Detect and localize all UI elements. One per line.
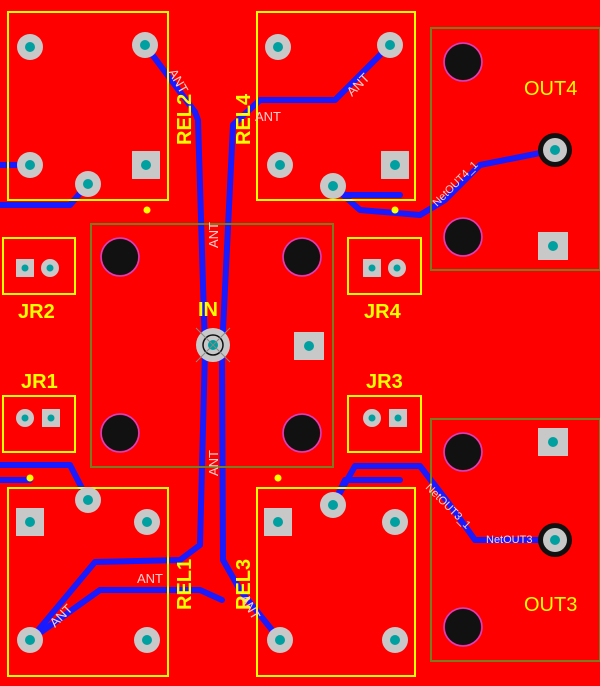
net-netout3: NetOUT3 <box>486 534 532 546</box>
jr2-outline <box>2 237 76 295</box>
jr2-label: JR2 <box>18 301 55 323</box>
trace-netout4 <box>330 147 558 218</box>
rel1-label: REL1 <box>174 559 196 610</box>
jr4-outline <box>347 237 422 295</box>
out4-connector-outline <box>430 27 600 271</box>
trace-rel4-ant <box>219 42 393 643</box>
rel3-outline <box>256 487 416 677</box>
rel3-label: REL3 <box>233 559 255 610</box>
rel2-label: REL2 <box>174 94 196 145</box>
in-connector-pads <box>100 237 324 453</box>
rel4-pin1-dot <box>391 206 399 214</box>
net-ant-top: ANT <box>255 109 281 124</box>
in-label: IN <box>198 299 218 321</box>
net-ant-center-bottom: ANT <box>206 450 221 476</box>
rel1-pads <box>16 487 160 653</box>
designators: REL2 REL4 REL1 REL3 JR2 JR4 JR1 JR3 IN O… <box>18 78 577 616</box>
trace-rel2-ant <box>27 42 208 643</box>
jr3-outline <box>347 395 422 453</box>
jr4-label: JR4 <box>364 301 402 323</box>
out3-label: OUT3 <box>524 594 577 616</box>
net-ant-center-top: ANT <box>206 222 221 248</box>
rel4-outline <box>256 11 416 201</box>
jr3-label: JR3 <box>366 371 403 393</box>
jr4-pads <box>363 259 406 277</box>
jr1-pads <box>16 409 60 427</box>
net-labels: ANT ANT ANT ANT ANT ANT ANT ANT NetOUT4_… <box>47 66 533 630</box>
net-ant-rel1: ANT <box>137 571 163 586</box>
in-connector-outline <box>90 223 334 468</box>
out4-connector-pads <box>443 42 572 260</box>
rel4-label: REL4 <box>233 93 255 145</box>
trace-netout3 <box>330 463 558 543</box>
rel2-pads <box>17 32 160 197</box>
out3-connector-outline <box>430 418 600 662</box>
out4-label: OUT4 <box>524 78 577 100</box>
pads <box>16 32 572 653</box>
jr2-pads <box>16 259 59 277</box>
jr3-pads <box>363 409 407 427</box>
out3-connector-pads <box>443 428 572 647</box>
rel2-pin1-dot <box>143 206 151 214</box>
rel4-pads <box>265 32 409 199</box>
jr1-outline <box>2 395 76 453</box>
rel3-pin1-dot <box>274 474 282 482</box>
courtyard-outlines <box>90 27 600 662</box>
rel3-pads <box>264 492 408 653</box>
trace-rel1-ant <box>27 587 225 643</box>
rel1-pin1-dot <box>26 474 34 482</box>
rel2-outline <box>7 11 169 201</box>
jr1-label: JR1 <box>21 371 58 393</box>
